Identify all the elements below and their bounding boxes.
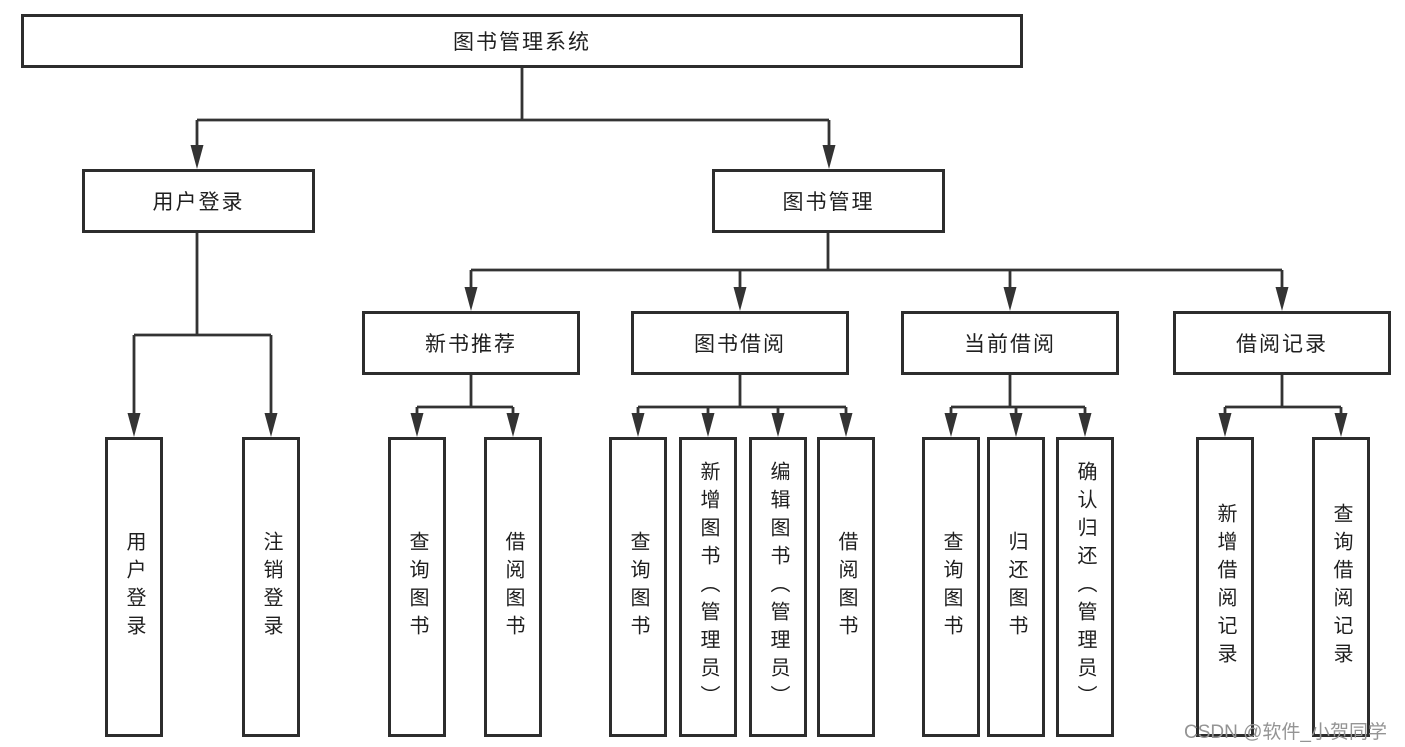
arrowhead-icon	[1078, 413, 1092, 437]
arrowhead-icon	[839, 413, 853, 437]
connector-lines	[415, 375, 515, 418]
node-label: 图书管理系统	[453, 31, 591, 54]
arrowhead-icon	[771, 413, 785, 437]
node-label: 查询图书	[940, 531, 962, 643]
leaf-query-books-borrow: 查询图书	[609, 437, 667, 737]
arrowhead-icon	[506, 413, 520, 437]
leaf-query-books-recommend: 查询图书	[388, 437, 446, 737]
leaf-borrow-books: 借阅图书	[817, 437, 875, 737]
node-label: 确认归还（管理员）	[1074, 461, 1096, 713]
leaf-logout: 注销登录	[242, 437, 300, 737]
arrowhead-icon	[464, 287, 478, 311]
node-label: 查询借阅记录	[1330, 503, 1352, 671]
node-label: 图书借阅	[694, 333, 786, 356]
leaf-user-login: 用户登录	[105, 437, 163, 737]
connector-lines	[132, 233, 273, 418]
node-label: 注销登录	[260, 531, 282, 643]
arrowhead-icon	[264, 413, 278, 437]
leaf-add-borrow-record: 新增借阅记录	[1196, 437, 1254, 737]
arrowhead-icon	[1334, 413, 1348, 437]
arrowhead-icon	[822, 145, 836, 169]
node-label: 新书推荐	[425, 333, 517, 356]
node-label: 编辑图书（管理员）	[767, 461, 789, 713]
leaf-query-borrow-record: 查询借阅记录	[1312, 437, 1370, 737]
connector-borrow-records-children	[1218, 375, 1348, 437]
watermark: CSDN @软件_小贺同学	[1184, 722, 1387, 743]
connector-lines	[1223, 375, 1343, 418]
arrowhead-icon	[1009, 413, 1023, 437]
connector-lines	[195, 68, 831, 150]
connector-current-borrow-children	[944, 375, 1092, 437]
connector-lines	[469, 233, 1284, 292]
arrowhead-icon	[190, 145, 204, 169]
leaf-edit-book-admin: 编辑图书（管理员）	[749, 437, 807, 737]
leaf-add-book-admin: 新增图书（管理员）	[679, 437, 737, 737]
node-book-management: 图书管理	[712, 169, 945, 233]
arrowhead-icon	[733, 287, 747, 311]
node-current-borrow: 当前借阅	[901, 311, 1119, 375]
node-label: 借阅图书	[835, 531, 857, 643]
connector-root-to-level2	[190, 68, 836, 169]
arrowhead-icon	[631, 413, 645, 437]
connector-lines	[949, 375, 1087, 418]
connector-lines	[636, 375, 848, 418]
node-label: 图书管理	[782, 191, 875, 214]
node-book-borrow: 图书借阅	[631, 311, 849, 375]
arrowhead-icon	[127, 413, 141, 437]
node-label: 借阅记录	[1236, 333, 1328, 356]
arrowhead-icon	[1275, 287, 1289, 311]
leaf-confirm-return-admin: 确认归还（管理员）	[1056, 437, 1114, 737]
node-label: 新增图书（管理员）	[697, 461, 719, 713]
arrowhead-icon	[701, 413, 715, 437]
node-label: 用户登录	[152, 191, 245, 214]
arrowhead-icon	[410, 413, 424, 437]
arrowhead-icon	[1218, 413, 1232, 437]
node-label: 查询图书	[406, 531, 428, 643]
connector-book-management-children	[464, 233, 1289, 311]
node-label: 查询图书	[627, 531, 649, 643]
leaf-return-book: 归还图书	[987, 437, 1045, 737]
connector-user-login-children	[127, 233, 278, 437]
leaf-query-books-current: 查询图书	[922, 437, 980, 737]
leaf-borrow-books-recommend: 借阅图书	[484, 437, 542, 737]
node-label: 新增借阅记录	[1214, 503, 1236, 671]
node-label: 用户登录	[123, 531, 145, 643]
node-label: 当前借阅	[964, 333, 1056, 356]
connector-book-borrow-children	[631, 375, 853, 437]
node-label: 归还图书	[1005, 531, 1027, 643]
node-label: 借阅图书	[502, 531, 524, 643]
node-root: 图书管理系统	[21, 14, 1023, 68]
arrowhead-icon	[1003, 287, 1017, 311]
connector-new-book-recommend-children	[410, 375, 520, 437]
node-user-login: 用户登录	[82, 169, 315, 233]
arrowhead-icon	[944, 413, 958, 437]
node-borrow-records: 借阅记录	[1173, 311, 1391, 375]
node-new-book-recommend: 新书推荐	[362, 311, 580, 375]
